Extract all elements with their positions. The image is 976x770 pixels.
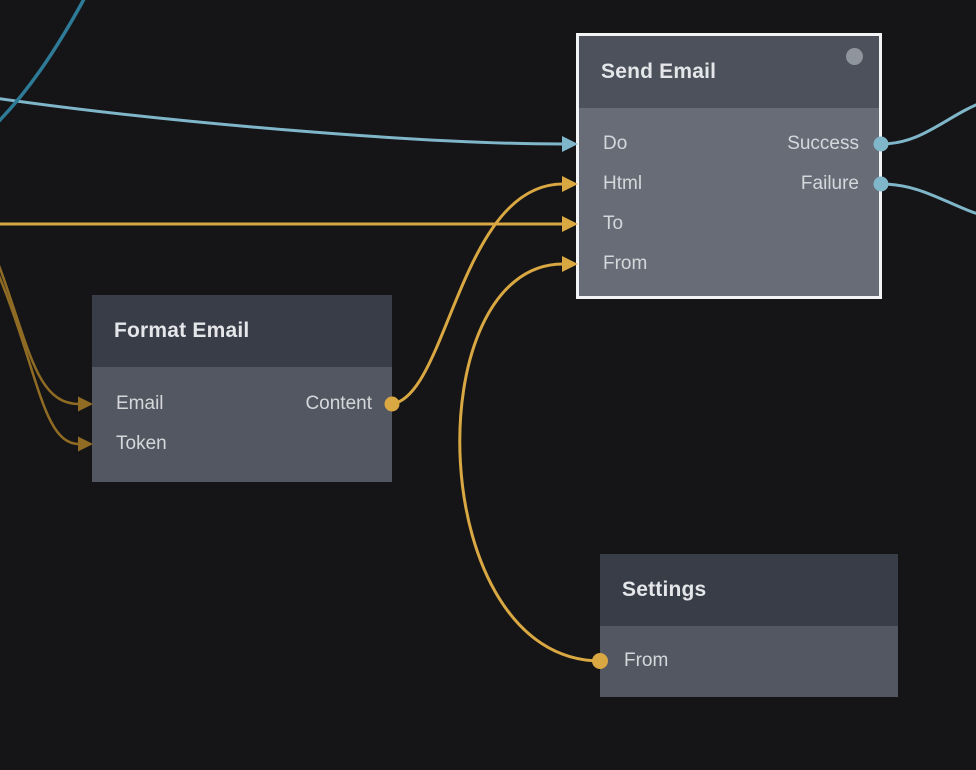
- node-format-email-body: Email Content Token: [92, 367, 392, 482]
- node-title: Format Email: [114, 319, 250, 342]
- node-format-email-header[interactable]: Format Email: [92, 295, 392, 367]
- node-settings-header[interactable]: Settings: [600, 554, 898, 626]
- input-port-email[interactable]: Email: [116, 393, 164, 414]
- wire-failure-out[interactable]: [880, 182, 976, 217]
- output-port-content[interactable]: Content: [305, 393, 372, 414]
- input-port-html[interactable]: Html: [603, 173, 643, 194]
- wire-do-input[interactable]: [0, 97, 564, 146]
- node-settings-body: From: [600, 626, 898, 697]
- node-settings[interactable]: Settings From: [600, 554, 898, 697]
- node-status-dot-icon: [846, 48, 863, 65]
- wire-token-input[interactable]: [0, 250, 80, 446]
- port-from[interactable]: From: [624, 650, 669, 671]
- node-title: Send Email: [601, 60, 717, 83]
- input-port-do[interactable]: Do: [603, 133, 628, 154]
- wire-content-to-html[interactable]: [391, 182, 564, 406]
- output-port-failure[interactable]: Failure: [800, 173, 859, 194]
- port-row: To: [579, 204, 879, 244]
- input-port-to[interactable]: To: [603, 213, 624, 234]
- output-port-success[interactable]: Success: [787, 133, 859, 154]
- wire-success-out[interactable]: [880, 100, 976, 146]
- wire-settingsfrom-to-from[interactable]: [458, 262, 601, 663]
- node-format-email[interactable]: Format Email Email Content Token: [92, 295, 392, 482]
- port-row: Email Content: [92, 384, 392, 424]
- port-row: From: [600, 641, 898, 681]
- port-row: Token: [92, 424, 392, 464]
- wire-email-input[interactable]: [0, 228, 80, 406]
- arrow-icon-email-input[interactable]: [78, 396, 93, 412]
- node-title: Settings: [622, 578, 707, 601]
- wire-offscreen-teal[interactable]: [0, 0, 90, 132]
- port-row: Do Success: [579, 124, 879, 164]
- node-send-email-header[interactable]: Send Email: [579, 36, 879, 108]
- node-send-email-body: Do Success Html Failure To From: [579, 108, 879, 296]
- input-port-from[interactable]: From: [603, 253, 648, 274]
- arrow-icon-token-input[interactable]: [78, 436, 93, 452]
- input-port-token[interactable]: Token: [116, 433, 167, 454]
- node-send-email[interactable]: Send Email Do Success Html Failure To Fr…: [576, 33, 882, 299]
- port-row: Html Failure: [579, 164, 879, 204]
- port-row: From: [579, 244, 879, 284]
